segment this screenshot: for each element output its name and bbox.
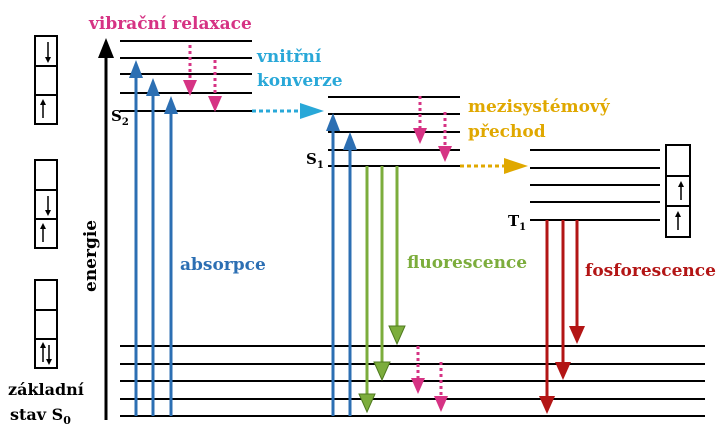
t1-label: T1 bbox=[508, 212, 526, 233]
vibrational-relaxation-label: vibrační relaxace bbox=[88, 14, 252, 34]
spin-box-singlet-s1 bbox=[34, 159, 58, 249]
intersystem-crossing-label-2: přechod bbox=[468, 122, 546, 142]
s1-label: S1 bbox=[306, 150, 324, 171]
internal-conversion-label-2: konverze bbox=[257, 71, 343, 91]
intersystem-crossing-label-1: mezisystémový bbox=[468, 97, 611, 117]
s2-label: S2 bbox=[111, 107, 129, 128]
energy-axis-label: energie bbox=[81, 220, 101, 292]
fluorescence-arrows bbox=[358, 166, 406, 414]
phosphorescence-arrows bbox=[539, 220, 585, 414]
spin-box-singlet-s2 bbox=[34, 35, 58, 125]
phosphorescence-label: fosforescence bbox=[585, 261, 716, 281]
internal-conversion-label-1: vnitřní bbox=[256, 47, 322, 67]
s1-levels bbox=[328, 96, 460, 167]
t1-levels bbox=[530, 149, 660, 221]
absorption-arrows bbox=[129, 60, 357, 416]
ground-state-label-line2: stav S0 bbox=[10, 405, 71, 427]
spin-box-triplet-t1 bbox=[665, 144, 691, 238]
ground-state-label-line1: základní bbox=[8, 380, 84, 399]
fluorescence-label: fluorescence bbox=[407, 253, 527, 273]
vibrational-relaxation-arrows bbox=[183, 45, 452, 412]
energy-axis: energie bbox=[81, 38, 114, 420]
intersystem-crossing-arrow bbox=[460, 158, 528, 174]
s2-levels bbox=[120, 40, 252, 112]
internal-conversion-arrow bbox=[252, 103, 324, 119]
absorption-label: absorpce bbox=[180, 255, 266, 275]
spin-box-ground bbox=[34, 279, 58, 369]
